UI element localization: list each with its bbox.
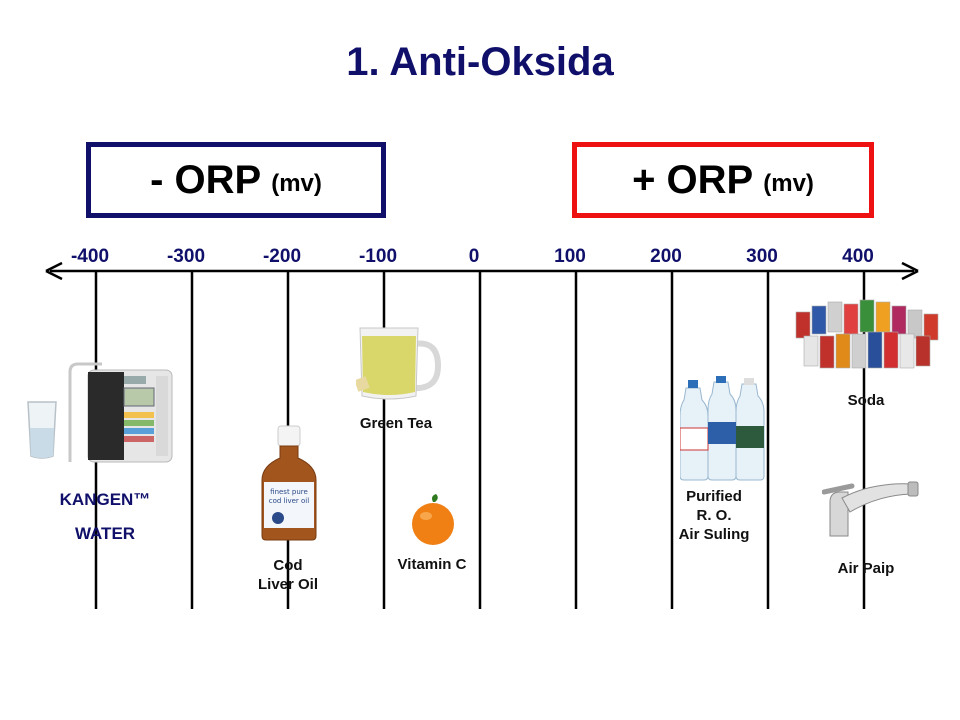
cod-liver-oil-bottle-icon: finest pure cod liver oil <box>261 425 317 541</box>
soda-label: Soda <box>847 392 885 409</box>
purified-ro-label: Purified R. O. Air Suling <box>678 488 750 543</box>
tick-label: -300 <box>167 246 205 267</box>
negative-orp-label: - ORP <box>150 157 262 202</box>
axis-arrow-right <box>901 261 919 281</box>
negative-orp-unit: (mv) <box>271 170 322 197</box>
tick-label: 100 <box>554 246 586 267</box>
cod-liver-oil-label: Cod Liver Oil <box>257 557 319 593</box>
tick-label: -100 <box>359 246 397 267</box>
glass-icon <box>27 401 57 459</box>
orange-icon <box>412 494 454 545</box>
water-ionizer-icon <box>68 362 173 463</box>
page-title: 1. Anti-Oksida <box>346 40 614 84</box>
tick-label: 0 <box>469 246 480 267</box>
tick-label: 300 <box>746 246 778 267</box>
svg-text:finest pure: finest pure <box>270 488 308 496</box>
svg-text:cod liver oil: cod liver oil <box>269 497 309 505</box>
negative-orp-box: - ORP (mv) <box>86 142 386 218</box>
positive-orp-unit: (mv) <box>763 170 814 197</box>
kangen-label-line1: KANGEN™ <box>59 490 151 509</box>
faucet-icon <box>822 481 919 537</box>
green-tea-mug-icon <box>356 327 442 400</box>
tick-label: -200 <box>263 246 301 267</box>
green-tea-label: Green Tea <box>359 415 433 432</box>
vitamin-c-label: Vitamin C <box>397 556 467 573</box>
kangen-water-label: KANGEN™ WATER <box>38 483 172 551</box>
tap-water-label: Air Paip <box>837 560 895 577</box>
axis-arrow-left <box>45 261 63 281</box>
kangen-label-line2: WATER <box>74 524 136 543</box>
tick-label: 200 <box>650 246 682 267</box>
tick-label: 400 <box>842 246 874 267</box>
soda-cans-icon <box>795 299 939 369</box>
tick-label: -400 <box>71 246 109 267</box>
positive-orp-box: + ORP (mv) <box>572 142 874 218</box>
water-bottles-icon <box>680 376 765 481</box>
positive-orp-label: + ORP <box>632 157 754 202</box>
